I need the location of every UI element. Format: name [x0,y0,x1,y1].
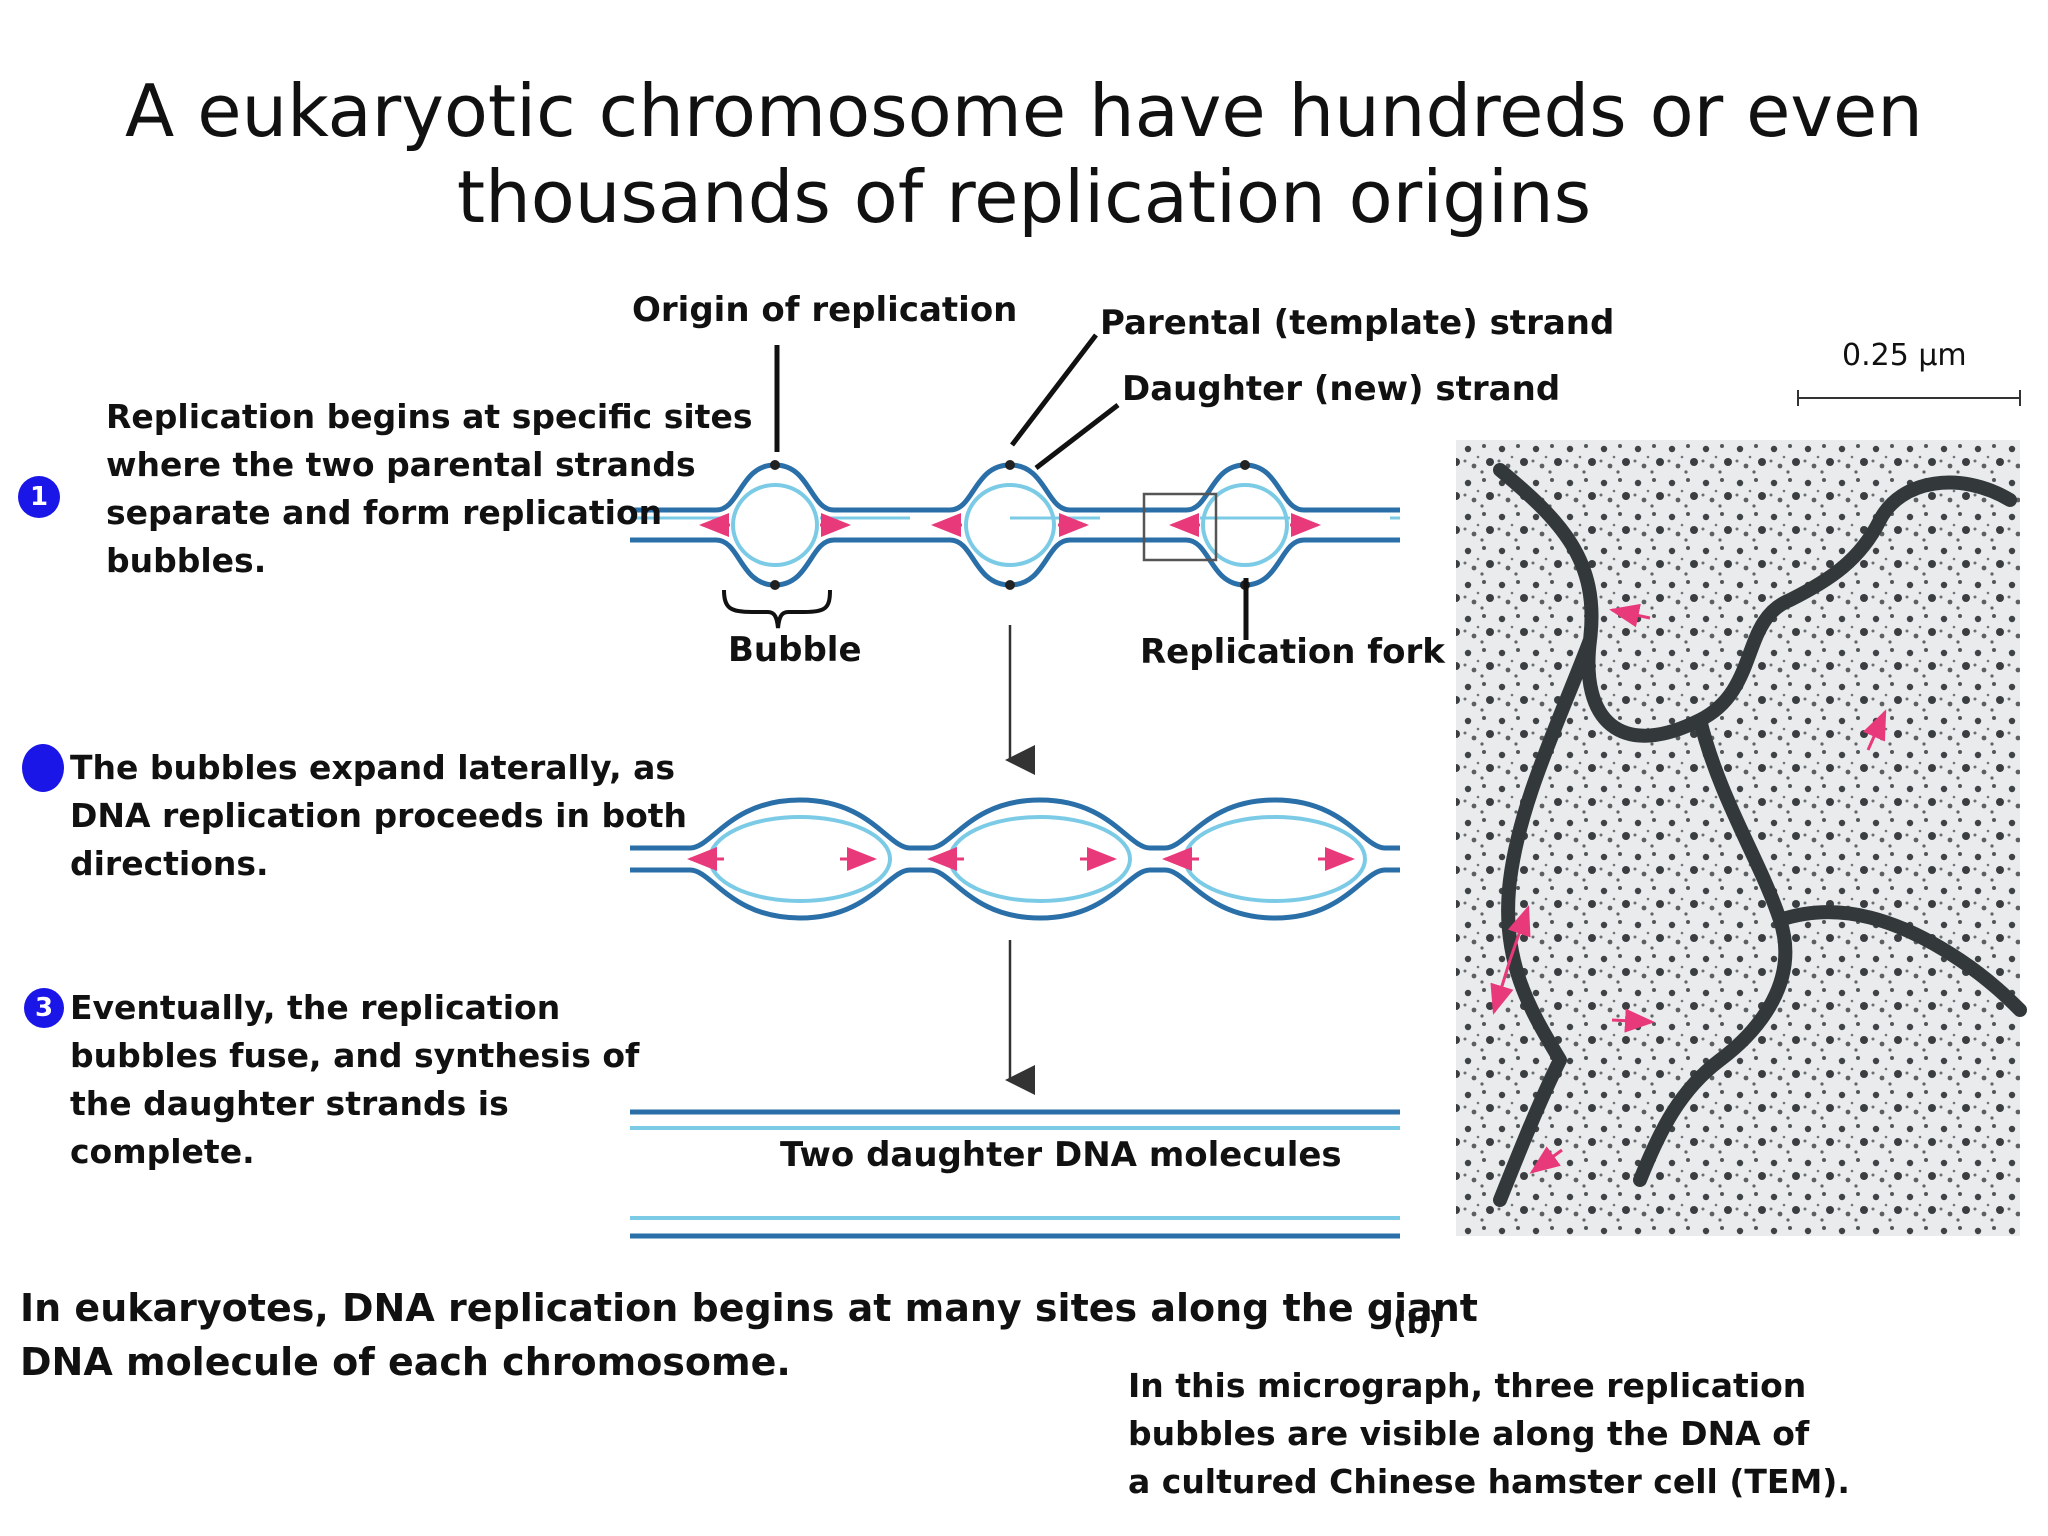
stage-3-dna [630,1109,1400,1239]
caption-a: In eukaryotes, DNA replication begins at… [20,1286,1478,1384]
two-molecules-label: Two daughter DNA molecules [780,1135,1342,1175]
step-2-text: The bubbles expand laterally, as DNA rep… [70,748,688,883]
step-3-badge: 3 [24,988,64,1028]
scale-bar [1797,390,2021,406]
caption-b: In this micrograph, three replication bu… [1128,1366,1850,1501]
daughter-callout-line [1034,403,1120,470]
bubble-brace [722,589,832,629]
parental-strand-label: Parental (template) strand [1100,303,1615,343]
scale-label: 0.25 μm [1842,338,1967,373]
bubble-label: Bubble [728,630,862,670]
step-1-text: Replication begins at specific sites whe… [106,397,753,580]
stage-2-dna [630,797,1400,921]
step-2-badge [22,744,64,792]
daughter-strand-label: Daughter (new) strand [1122,369,1561,409]
parental-callout-line [1010,333,1098,447]
slide-title: A eukaryotic chromosome have hundreds or… [125,69,1923,239]
origin-label: Origin of replication [632,290,1018,330]
step-1-badge: 1 [18,476,60,518]
tem-micrograph [1456,440,2027,1236]
step-3-text: Eventually, the replication bubbles fuse… [70,988,640,1171]
panel-b-label: (b) [1393,1306,1442,1341]
replication-fork-label: Replication fork [1140,632,1445,672]
